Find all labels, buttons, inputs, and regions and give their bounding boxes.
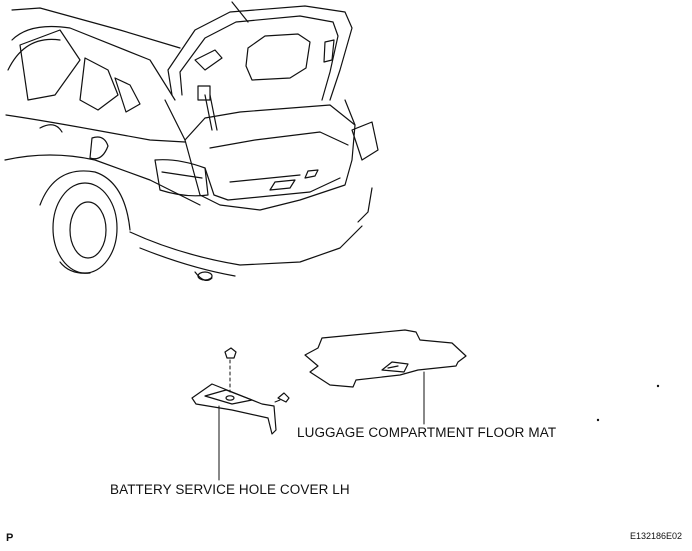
floor-mat-label: LUGGAGE COMPARTMENT FLOOR MAT [297, 425, 557, 440]
battery-cover-part [191, 383, 277, 435]
battery-cover-label: BATTERY SERVICE HOLE COVER LH [110, 482, 350, 497]
floor-mat-part [304, 329, 467, 388]
figure-code: E132186E02 [630, 531, 683, 541]
cover-bolt [224, 347, 237, 393]
cover-clip [274, 392, 290, 403]
corner-mark: P [6, 532, 14, 544]
vehicle-illustration [4, 1, 379, 282]
